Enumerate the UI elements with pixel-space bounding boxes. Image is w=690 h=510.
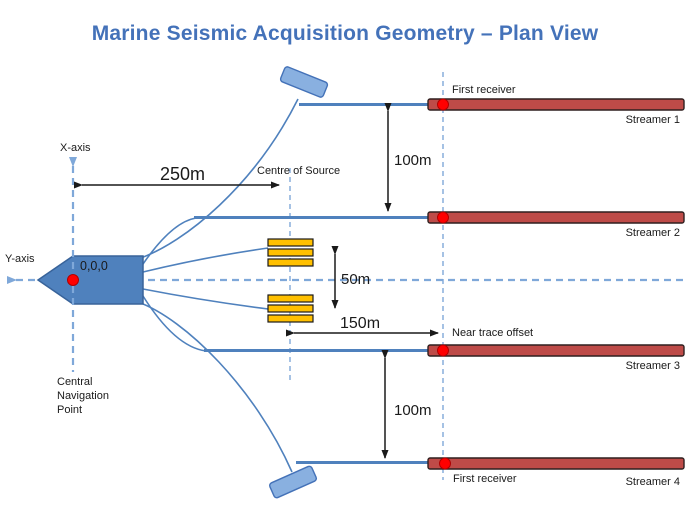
first-receiver-label-bottom: First receiver	[453, 473, 517, 485]
measurement-250m: 250m	[159, 164, 206, 184]
gun-subarray	[267, 314, 314, 323]
origin-label: 0,0,0	[80, 259, 108, 273]
x-axis-label: X-axis	[60, 142, 91, 154]
first-receiver-label-top: First receiver	[452, 84, 516, 96]
gun-subarray	[267, 304, 314, 313]
deflector-buoy-top	[279, 66, 329, 98]
streamer3-cable	[427, 344, 685, 357]
tow-line-streamer2	[142, 217, 197, 265]
gun-subarray	[267, 294, 314, 303]
first-receiver-dot-streamer4	[439, 457, 451, 470]
measurement-100m-top: 100m	[394, 152, 432, 169]
gun-subarray	[267, 258, 314, 267]
gun-subarray	[267, 238, 314, 247]
tow-line-streamer4	[137, 301, 293, 473]
origin-dot	[67, 274, 79, 286]
first-receiver-dot-streamer2	[437, 211, 449, 224]
centre-of-source-label: Centre of Source	[257, 165, 341, 177]
tow-line-streamer3	[142, 295, 207, 352]
streamer2-label: Streamer 2	[625, 227, 680, 239]
diagram-title: Marine Seismic Acquisition Geometry – Pl…	[91, 22, 599, 45]
central-navigation-point-label: Central Navigation Point	[57, 376, 109, 416]
gun-subarray	[267, 248, 314, 257]
near-trace-offset-dot	[437, 344, 449, 357]
source-array-upper	[267, 238, 314, 267]
gun-umbilical-upper	[142, 247, 269, 273]
measurement-100m-bottom: 100m	[394, 402, 432, 419]
gun-umbilical-lower	[142, 288, 269, 310]
first-receiver-dot-streamer1	[437, 98, 449, 111]
streamer1-cable	[427, 98, 685, 111]
near-trace-offset-label: Near trace offset	[452, 327, 534, 339]
deflector-buoy-bottom	[268, 465, 318, 499]
measurement-50m: 50m	[341, 271, 371, 288]
y-axis-label: Y-axis	[5, 253, 35, 265]
survey-vessel	[36, 255, 144, 305]
streamer3-label: Streamer 3	[625, 360, 680, 372]
tow-line-streamer1	[137, 98, 299, 260]
measurement-150m: 150m	[340, 315, 381, 332]
streamer1-label: Streamer 1	[625, 114, 680, 126]
streamer2-cable	[427, 211, 685, 224]
source-array-lower	[267, 294, 314, 323]
streamer4-label: Streamer 4	[625, 476, 680, 488]
streamer4-cable	[427, 457, 685, 470]
